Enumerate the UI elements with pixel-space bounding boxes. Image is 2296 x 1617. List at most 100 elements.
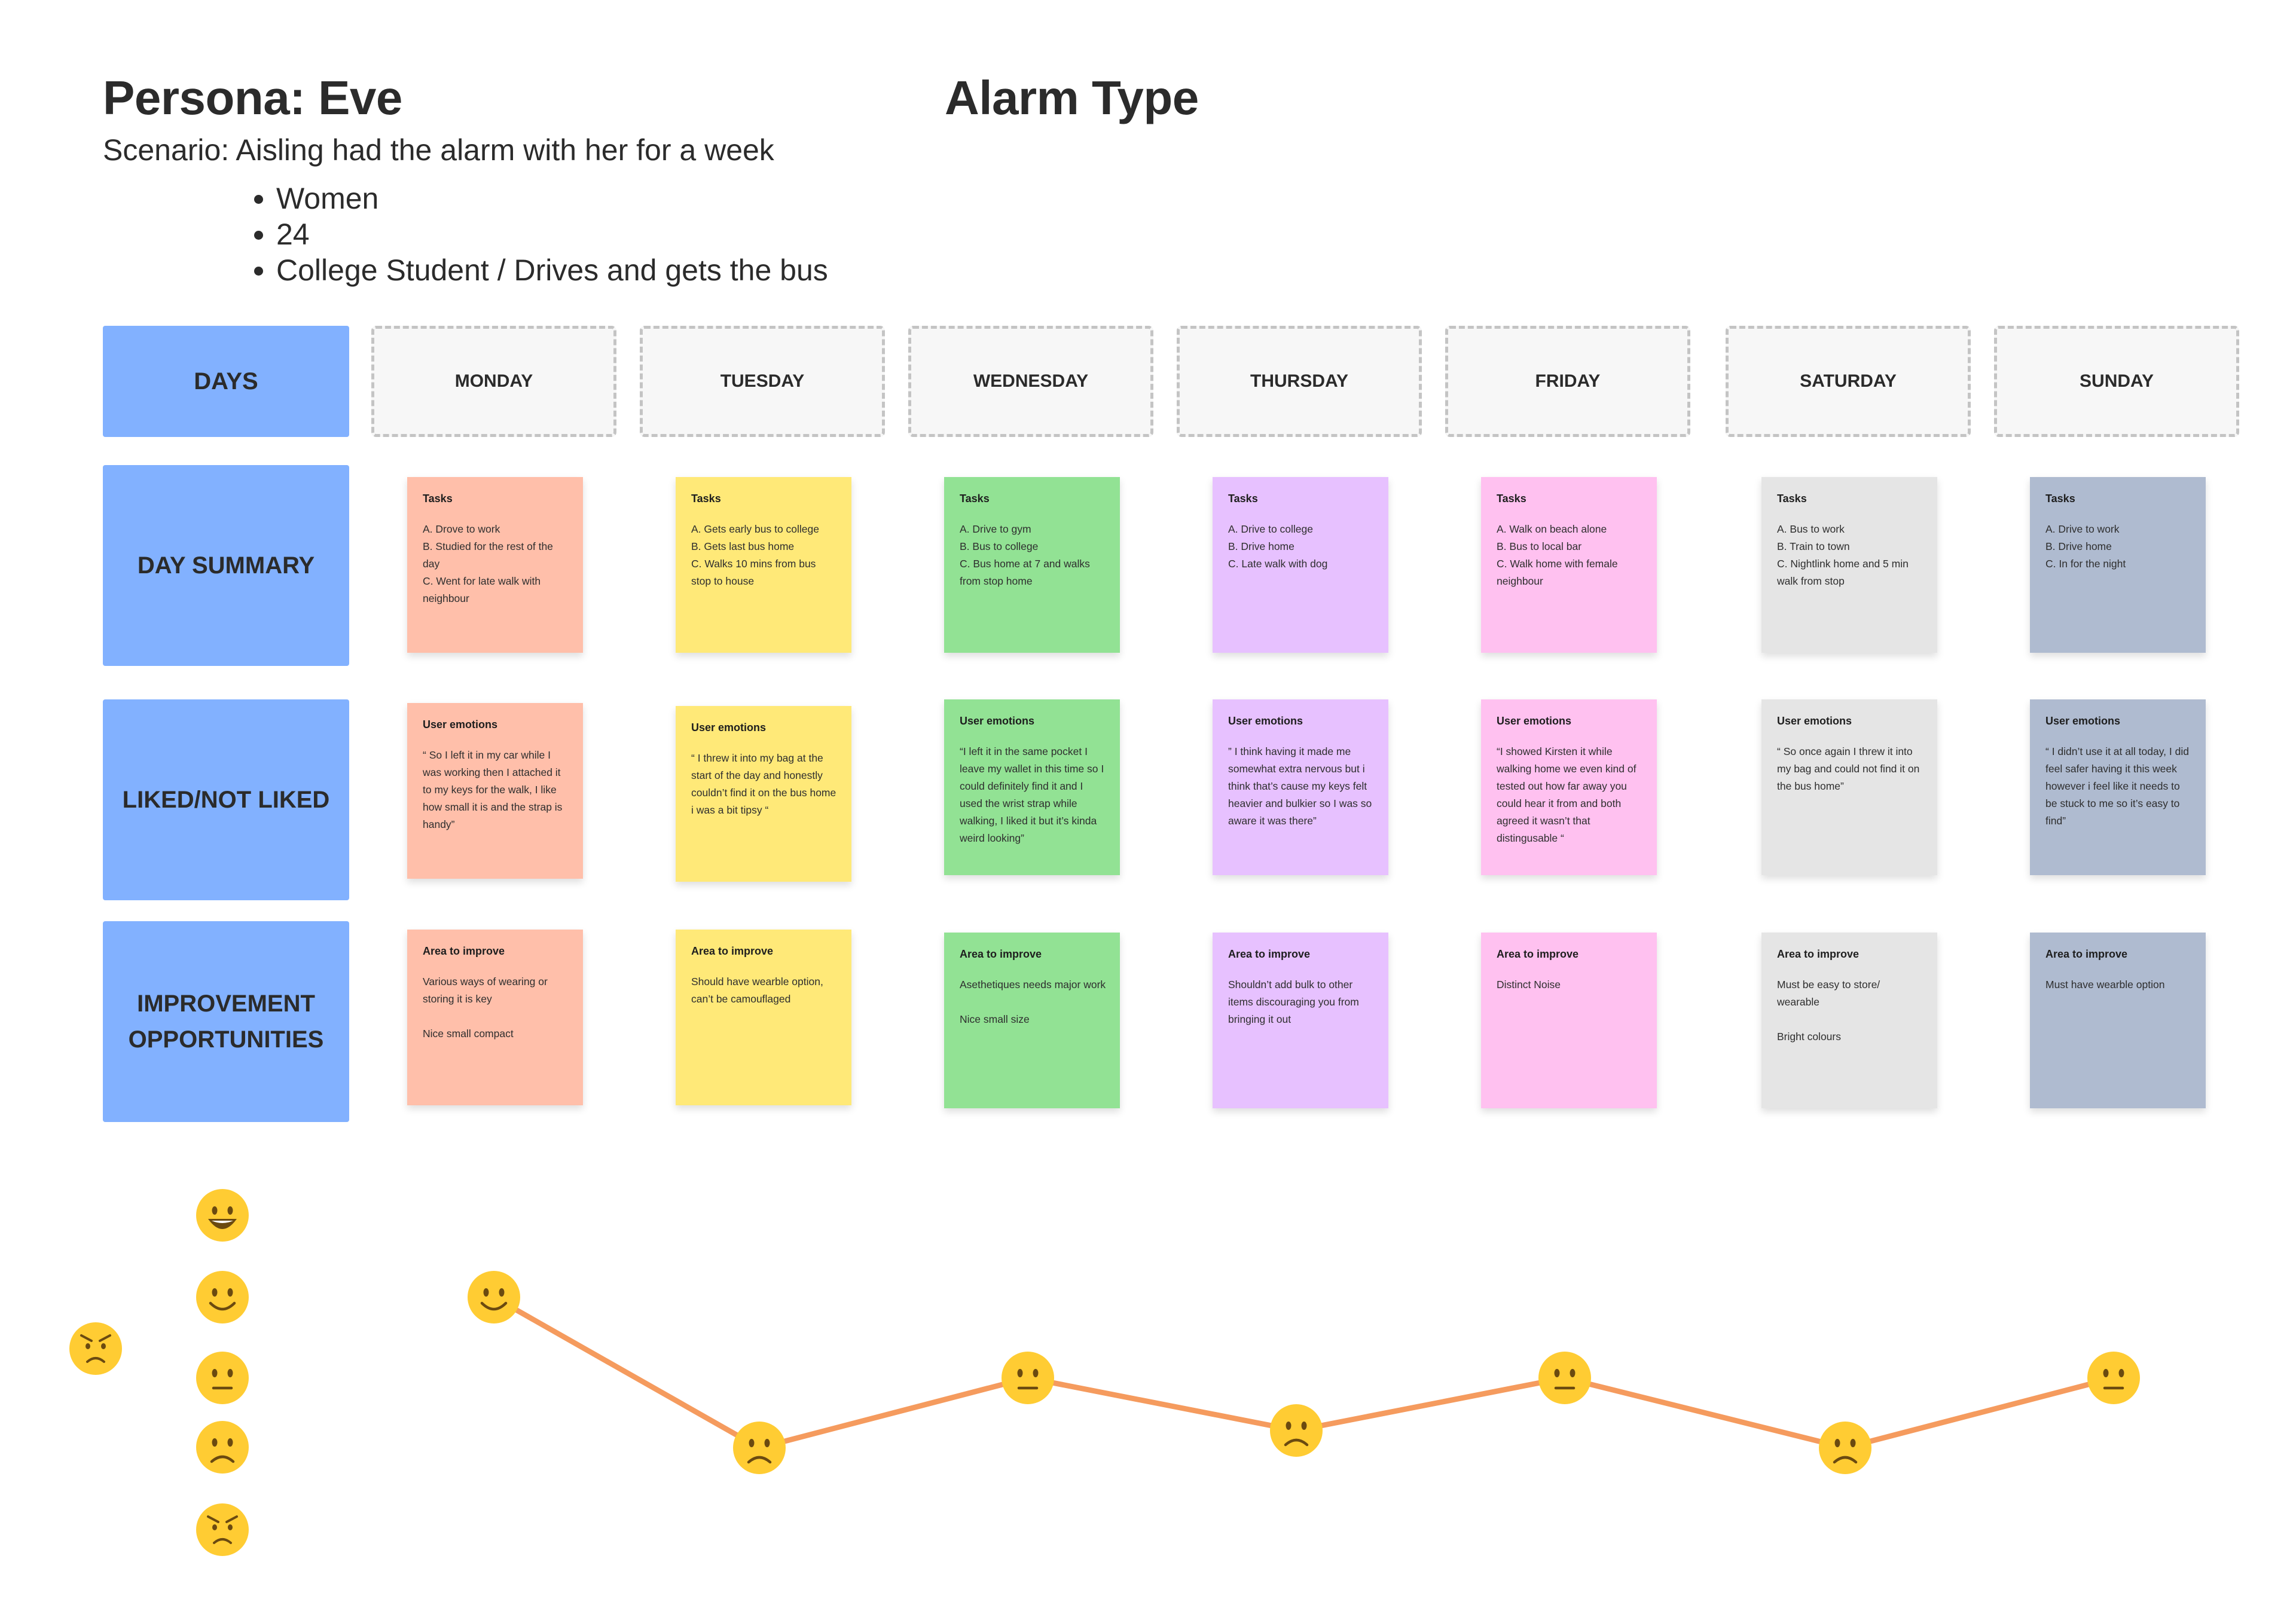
persona-detail-age: 24: [276, 216, 828, 252]
note-heading: Tasks: [1497, 493, 1526, 505]
user-emotions-note-wednesday[interactable]: User emotions “I left it in the same pock…: [944, 699, 1120, 875]
row-label-days: DAYS: [103, 326, 349, 437]
note-heading: Tasks: [1777, 493, 1807, 505]
user-emotions-note-saturday[interactable]: User emotions “ So once again I threw it …: [1761, 699, 1937, 875]
emotion-scale-sad-icon: [196, 1421, 249, 1474]
journey-wednesday-neutral-icon: [1002, 1352, 1054, 1404]
note-heading: User emotions: [423, 719, 498, 730]
tasks-note-wednesday[interactable]: Tasks A. Drive to gym B. Bus to college C…: [944, 477, 1120, 653]
day-header-sunday: SUNDAY: [1994, 326, 2239, 437]
journey-sunday-neutral-icon: [2087, 1352, 2140, 1404]
row-label-day-summary: DAY SUMMARY: [103, 465, 349, 666]
note-heading: Area to improve: [1228, 948, 1311, 960]
note-body: A. Drive to gym B. Bus to college C. Bus…: [960, 523, 1090, 587]
note-heading: User emotions: [1228, 715, 1303, 727]
user-emotions-note-sunday[interactable]: User emotions “ I didn’t use it at all to…: [2030, 699, 2206, 875]
note-heading: Area to improve: [2045, 948, 2128, 960]
user-emotions-note-monday[interactable]: User emotions “ So I left it in my car wh…: [407, 703, 583, 879]
user-emotions-note-thursday[interactable]: User emotions ” I think having it made me…: [1213, 699, 1388, 875]
note-heading: Tasks: [423, 493, 453, 505]
journey-monday-happy-icon: [468, 1271, 520, 1323]
note-heading: Area to improve: [1777, 948, 1860, 960]
day-header-wednesday: WEDNESDAY: [908, 326, 1153, 437]
emotion-scale: [69, 1189, 249, 1556]
persona-detail-occupation: College Student / Drives and gets the bu…: [276, 252, 828, 288]
note-body: “ I didn’t use it at all today, I did fe…: [2045, 745, 2189, 827]
note-body: ” I think having it made me somewhat ext…: [1228, 745, 1372, 827]
day-header-saturday: SATURDAY: [1726, 326, 1971, 437]
journey-friday-neutral-icon: [1538, 1352, 1591, 1404]
note-heading: User emotions: [691, 722, 767, 733]
note-body: A. Gets early bus to college B. Gets las…: [691, 523, 819, 587]
row-label-liked-text: LIKED/NOT LIKED: [122, 787, 330, 813]
note-heading: Area to improve: [1497, 948, 1579, 960]
note-heading: Tasks: [960, 493, 990, 505]
row-label-day-summary-text: DAY SUMMARY: [137, 552, 315, 579]
row-label-improvement: IMPROVEMENT OPPORTUNITIES: [103, 921, 349, 1122]
note-heading: User emotions: [1497, 715, 1572, 727]
note-body: Must have wearble option: [2045, 979, 2165, 991]
note-heading: User emotions: [1777, 715, 1852, 727]
user-emotions-note-friday[interactable]: User emotions “I showed Kirsten it while …: [1481, 699, 1657, 875]
note-body: Various ways of wearing or storing it is…: [423, 976, 548, 1040]
emotion-scale-neutral-icon: [196, 1352, 249, 1404]
day-header-thursday: THURSDAY: [1177, 326, 1422, 437]
note-heading: Area to improve: [423, 945, 505, 957]
note-heading: Area to improve: [691, 945, 774, 957]
row-label-liked: LIKED/NOT LIKED: [103, 699, 349, 900]
note-body: A. Drove to work B. Studied for the rest…: [423, 523, 553, 604]
row-label-days-text: DAYS: [194, 368, 258, 395]
day-header-tuesday: TUESDAY: [640, 326, 885, 437]
note-body: Shouldn’t add bulk to other items discou…: [1228, 979, 1359, 1025]
journey-faces: [468, 1271, 2140, 1474]
journey-saturday-sad-icon: [1819, 1422, 1871, 1474]
row-label-improvement-line2: OPPORTUNITIES: [128, 1026, 324, 1053]
note-body: A. Drive to college B. Drive home C. Lat…: [1228, 523, 1328, 570]
note-body: “I showed Kirsten it while walking home …: [1497, 745, 1636, 844]
tasks-note-sunday[interactable]: Tasks A. Drive to work B. Drive home C. I…: [2030, 477, 2206, 653]
note-body: “ So once again I threw it into my bag a…: [1777, 745, 1920, 792]
row-label-improvement-line1: IMPROVEMENT: [137, 991, 315, 1017]
emotion-scale-happy-icon: [196, 1271, 249, 1323]
note-body: Must be easy to store/ wearable Bright c…: [1777, 979, 1880, 1043]
tasks-note-monday[interactable]: Tasks A. Drove to work B. Studied for the…: [407, 477, 583, 653]
angry-face-icon: [69, 1322, 122, 1375]
note-body: Asethetiques needs major work Nice small…: [960, 979, 1106, 1025]
scenario-text: Scenario: Aisling had the alarm with her…: [103, 133, 774, 167]
persona-details: Women 24 College Student / Drives and ge…: [243, 181, 828, 288]
note-heading: Tasks: [1228, 493, 1258, 505]
journey-thursday-sad-icon: [1270, 1404, 1323, 1457]
note-heading: Tasks: [691, 493, 721, 505]
tasks-note-tuesday[interactable]: Tasks A. Gets early bus to college B. Get…: [676, 477, 851, 653]
alarm-type-title: Alarm Type: [945, 71, 1199, 124]
emotion-scale-very-happy-icon: [196, 1189, 249, 1242]
persona-title: Persona: Eve: [103, 71, 402, 124]
note-heading: User emotions: [2045, 715, 2121, 727]
user-emotions-note-tuesday[interactable]: User emotions “ I threw it into my bag at…: [676, 706, 851, 882]
persona-detail-gender: Women: [276, 181, 828, 216]
note-body: A. Drive to work B. Drive home C. In for…: [2045, 523, 2126, 570]
tasks-note-thursday[interactable]: Tasks A. Drive to college B. Drive home C…: [1213, 477, 1388, 653]
day-header-friday: FRIDAY: [1445, 326, 1690, 437]
note-heading: User emotions: [960, 715, 1035, 727]
note-body: Should have wearble option, can’t be cam…: [691, 976, 823, 1005]
tasks-note-saturday[interactable]: Tasks A. Bus to work B. Train to town C. …: [1761, 477, 1937, 653]
day-header-monday: MONDAY: [371, 326, 616, 437]
note-body: “ So I left it in my car while I was wor…: [423, 749, 563, 830]
journey-tuesday-sad-icon: [733, 1422, 786, 1474]
note-heading: Tasks: [2045, 493, 2075, 505]
note-body: “I left it in the same pocket I leave my…: [960, 745, 1104, 844]
note-body: Distinct Noise: [1497, 979, 1561, 991]
note-heading: Area to improve: [960, 948, 1042, 960]
note-body: “ I threw it into my bag at the start of…: [691, 752, 836, 816]
note-body: A. Bus to work B. Train to town C. Night…: [1777, 523, 1909, 587]
